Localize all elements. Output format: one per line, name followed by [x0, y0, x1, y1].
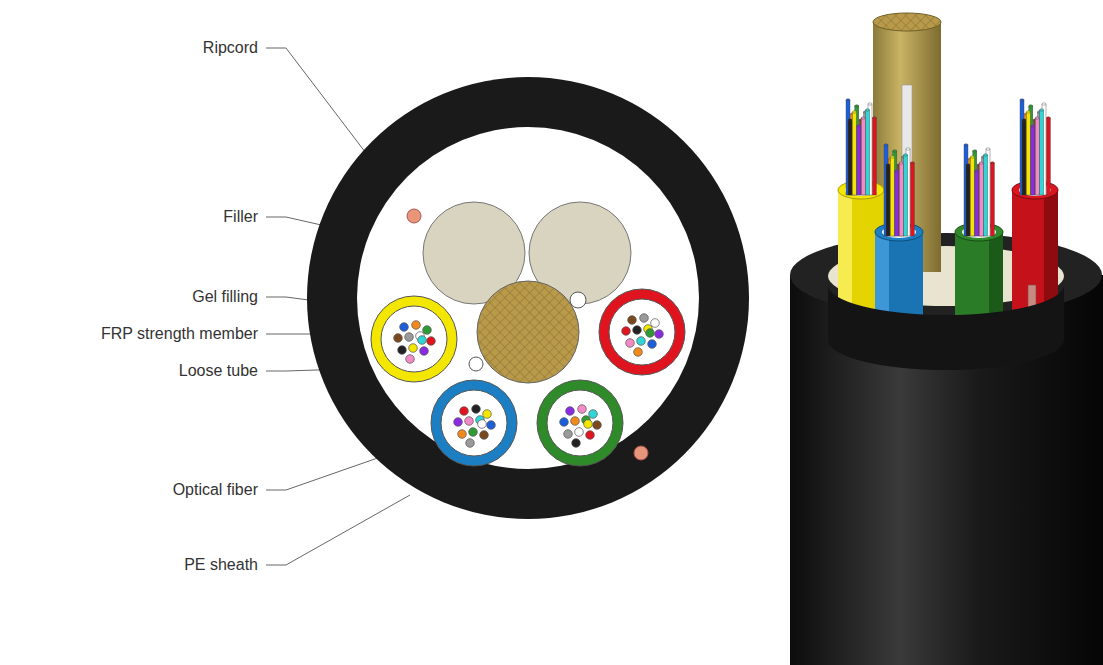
fiber-dot	[564, 430, 573, 439]
fiber-strand	[895, 171, 899, 236]
fiber-dot	[571, 417, 580, 426]
fiber-strand	[852, 112, 856, 195]
fiber-dot	[622, 327, 631, 336]
fiber-dot	[648, 340, 657, 349]
fiber-strand	[970, 157, 974, 236]
fiber-dot	[483, 410, 492, 419]
fiber-dot	[628, 316, 637, 325]
fiber-dot	[586, 431, 595, 440]
fiber-strand	[966, 165, 970, 236]
fiber-strand	[848, 120, 852, 195]
fiber-dot	[593, 421, 602, 430]
fiber-dot	[637, 337, 646, 346]
fiber-strand	[904, 155, 908, 236]
fiber-dot	[394, 334, 403, 343]
fiber-strand	[866, 110, 870, 195]
fiber-strand	[1026, 112, 1030, 195]
fiber-dot	[646, 329, 655, 338]
fiber-dot	[460, 407, 469, 416]
fiber-strand	[1046, 118, 1050, 195]
cable-cross-section	[307, 77, 749, 519]
fiber-strand	[975, 171, 979, 236]
fiber-dot	[412, 321, 421, 330]
fiber-strand	[984, 155, 988, 236]
fiber-strand	[1035, 118, 1039, 195]
fiber-strand	[886, 165, 890, 236]
fiber-strand	[857, 126, 861, 195]
fiber-dot	[487, 421, 496, 430]
fiber-dot	[560, 418, 569, 427]
fiber-dot	[465, 417, 474, 426]
fiber-dot	[578, 405, 587, 414]
fiber-dot	[400, 323, 409, 332]
part-label: Gel filling	[192, 287, 258, 307]
fiber-dot	[418, 336, 427, 345]
fiber-dot	[406, 355, 415, 364]
fiber-dot	[405, 333, 414, 342]
fiber-dot	[398, 346, 407, 355]
fiber-dot	[626, 339, 635, 348]
cable-3d-view	[790, 13, 1103, 665]
fiber-strand	[1022, 120, 1026, 195]
fiber-dot	[566, 407, 575, 416]
fiber-dot	[409, 344, 418, 353]
fiber-dot	[655, 330, 664, 339]
fiber-dot	[472, 405, 481, 414]
part-label: FRP strength member	[101, 324, 258, 344]
fiber-strand	[861, 118, 865, 195]
part-label: PE sheath	[184, 555, 258, 575]
fiber-strand	[990, 163, 994, 236]
fiber-dot	[423, 326, 432, 335]
fiber-dot	[469, 428, 478, 437]
part-label: Ripcord	[203, 38, 258, 58]
fiber-dot	[575, 428, 584, 437]
fiber-dot	[420, 347, 429, 356]
fiber-strand	[979, 163, 983, 236]
fiber-dot	[589, 410, 598, 419]
fiber-dot	[640, 314, 649, 323]
part-label: Loose tube	[179, 361, 258, 381]
fiber-dot	[478, 420, 487, 429]
fiber-strand	[1031, 126, 1035, 195]
fiber-dot	[584, 420, 593, 429]
fiber-strand	[910, 163, 914, 236]
fiber-dot	[427, 337, 436, 346]
fiber-dot	[458, 430, 467, 439]
fiber-strand	[890, 157, 894, 236]
part-label: Filler	[223, 207, 258, 227]
fiber-strand	[872, 118, 876, 195]
fiber-dot	[454, 418, 463, 427]
fiber-dot	[466, 439, 475, 448]
part-label: Optical fiber	[173, 480, 258, 500]
fiber-strand	[899, 163, 903, 236]
fiber-dot	[634, 348, 643, 357]
fiber-dot	[633, 326, 642, 335]
fiber-dot	[572, 439, 581, 448]
fiber-dot	[480, 431, 489, 440]
fiber-dot	[651, 319, 660, 328]
fiber-strand	[1040, 110, 1044, 195]
